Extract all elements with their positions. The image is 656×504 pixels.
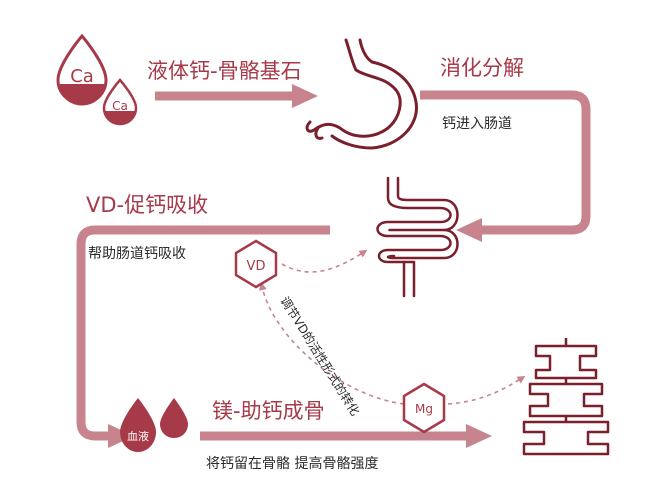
vd-subtitle: 帮助肠道钙吸收 [88,246,186,262]
dashed-arrow-mg-to-vd [258,282,405,405]
flow-arrow-right-loop [420,90,591,242]
calcium-drop-icon: Ca [56,33,108,106]
stomach-icon [305,38,418,150]
vd-hexagon-icon: VD [234,239,278,289]
mg-badge-label: Mg [415,402,433,416]
spine-icon [522,338,610,456]
calcium-drop-small-label: Ca [112,99,128,113]
blood-drop-icon: 血液 [120,398,156,452]
magnesium-subtitle: 将钙留在骨骼 提高骨骼强度 [206,455,378,472]
magnesium-title: 镁-助钙成骨 [212,399,325,423]
vd-title: VD-促钙吸收 [86,193,208,217]
vd-badge-label: VD [247,259,266,274]
blood-drop-label: 血液 [127,429,149,443]
blood-drop-small-icon [160,398,188,438]
flow-arrow-top [155,84,318,108]
calcium-drop-big-label: Ca [70,66,94,87]
dashed-arrow-mg-to-spine [447,375,526,405]
liquid-calcium-title: 液体钙-骨骼基石 [147,59,302,83]
flow-arrow-bottom [200,424,492,448]
intestine-icon [376,176,459,298]
digestion-subtitle: 钙进入肠道 [442,116,512,132]
calcium-drop-small-icon: Ca [102,78,138,126]
digestion-title: 消化分解 [440,56,524,80]
dashed-arrow-vd-to-intestine [281,249,368,273]
mg-hexagon-icon: Mg [402,382,446,434]
